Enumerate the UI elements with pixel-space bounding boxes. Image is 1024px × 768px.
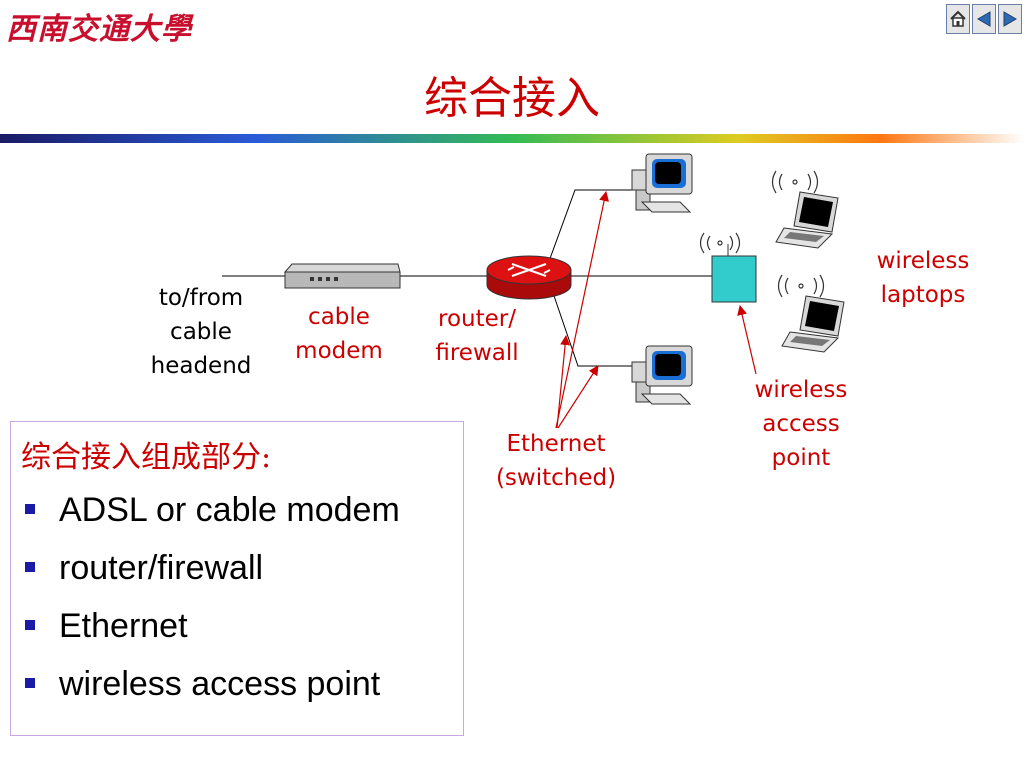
list-item: wireless access point [21, 662, 400, 720]
university-logo: 西南交通大學 [6, 12, 192, 47]
ethernet-arrow-top [555, 191, 610, 429]
ethernet-label: Ethernet (switched) [495, 431, 617, 491]
cable-modem-device [283, 263, 401, 289]
computer-bottom [631, 345, 693, 405]
headend-label: to/from cable headend [150, 285, 252, 379]
wireless-access-point-device [699, 232, 757, 303]
ethernet-arrow-middle [556, 335, 571, 429]
ethernet-arrow-bottom [557, 365, 599, 429]
computer-top [631, 153, 693, 213]
router-firewall-label: router/ firewall [435, 306, 519, 366]
wifi-signal-icon [777, 274, 825, 298]
bullet-square-icon [25, 562, 35, 572]
laptop-top [771, 170, 839, 249]
component-list: ADSL or cable modem router/firewall Ethe… [21, 488, 400, 720]
triangle-left-icon [977, 11, 991, 27]
slide-navigation [946, 4, 1022, 34]
bullet-square-icon [25, 504, 35, 514]
home-button[interactable] [946, 4, 970, 34]
bullet-square-icon [25, 678, 35, 688]
laptop-bottom [777, 274, 845, 353]
wifi-signal-icon [771, 170, 819, 194]
home-icon [950, 10, 966, 27]
wireless-access-point-label: wireless access point [754, 377, 848, 471]
link-router-pc-bottom [551, 289, 632, 367]
triangle-right-icon [1003, 11, 1017, 27]
link-router-pc-top [547, 189, 632, 265]
router-device [486, 255, 572, 300]
list-item: ADSL or cable modem [21, 488, 400, 546]
annotation-arrows [555, 191, 757, 429]
panel-heading: 综合接入组成部分: [21, 440, 272, 475]
list-item: router/firewall [21, 546, 400, 604]
components-panel: 综合接入组成部分: ADSL or cable modem router/fir… [10, 421, 464, 736]
network-links [222, 189, 712, 367]
list-item: Ethernet [21, 604, 400, 662]
bullet-square-icon [25, 620, 35, 630]
slide-title: 综合接入 [424, 73, 600, 124]
cable-modem-label: cable modem [295, 304, 383, 364]
wifi-signal-icon [699, 232, 741, 254]
access-point-arrow [737, 305, 757, 375]
gradient-divider [0, 134, 1024, 143]
previous-slide-button[interactable] [972, 4, 996, 34]
next-slide-button[interactable] [998, 4, 1022, 34]
wireless-laptops-label: wireless laptops [876, 248, 970, 308]
